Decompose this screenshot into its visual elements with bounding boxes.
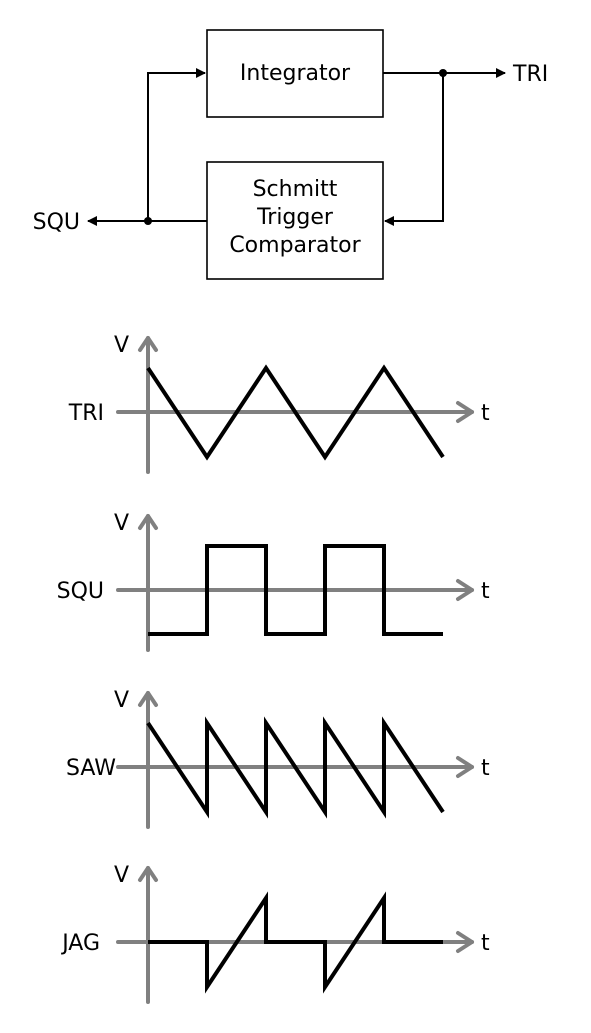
saw-x-label: t — [481, 756, 490, 781]
tri-signal-label: TRI — [68, 401, 104, 426]
squ-y-arrowhead — [138, 514, 158, 530]
tri-output-label: TRI — [512, 62, 548, 87]
jag-y-arrowhead — [138, 866, 158, 882]
saw-y-arrowhead — [138, 691, 158, 707]
tri-plot: V t TRI — [68, 333, 490, 474]
comparator-label-line-1: Schmitt — [253, 177, 338, 202]
integrator-box — [206, 29, 384, 118]
squ-x-label: t — [481, 579, 490, 604]
saw-x-arrowhead — [456, 756, 474, 778]
block-diagram: Integrator Schmitt Trigger Comparator TR… — [33, 29, 548, 280]
comparator-label-line-2: Trigger — [256, 205, 334, 230]
squ-output-label: SQU — [33, 210, 80, 235]
tri-waveform — [146, 364, 445, 461]
saw-signal-label: SAW — [66, 756, 116, 781]
saw-y-label: V — [114, 688, 129, 713]
squ-x-arrowhead — [456, 579, 474, 601]
squ-waveform — [148, 544, 443, 636]
tri-x-arrowhead — [456, 401, 474, 423]
squ-signal-label: SQU — [57, 579, 104, 604]
feedback-to-integrator-arrow — [147, 68, 206, 221]
comparator-box — [206, 161, 384, 280]
saw-waveform — [146, 716, 445, 819]
saw-plot: V t SAW — [66, 688, 490, 829]
integrator-label: Integrator — [240, 61, 351, 86]
squ-y-label: V — [114, 511, 129, 536]
jag-signal-label: JAG — [60, 931, 100, 956]
jag-y-label: V — [114, 863, 129, 888]
tri-x-label: t — [481, 401, 490, 426]
feedback-to-comparator-arrow — [384, 73, 444, 226]
jag-x-arrowhead — [456, 931, 474, 953]
comparator-label-line-3: Comparator — [229, 233, 361, 258]
squ-plot: V t SQU — [57, 511, 490, 652]
jag-x-label: t — [481, 931, 490, 956]
tri-y-label: V — [114, 333, 129, 358]
jag-waveform — [148, 891, 443, 994]
tri-y-arrowhead — [138, 336, 158, 352]
jag-plot: V t JAG — [60, 863, 490, 1004]
